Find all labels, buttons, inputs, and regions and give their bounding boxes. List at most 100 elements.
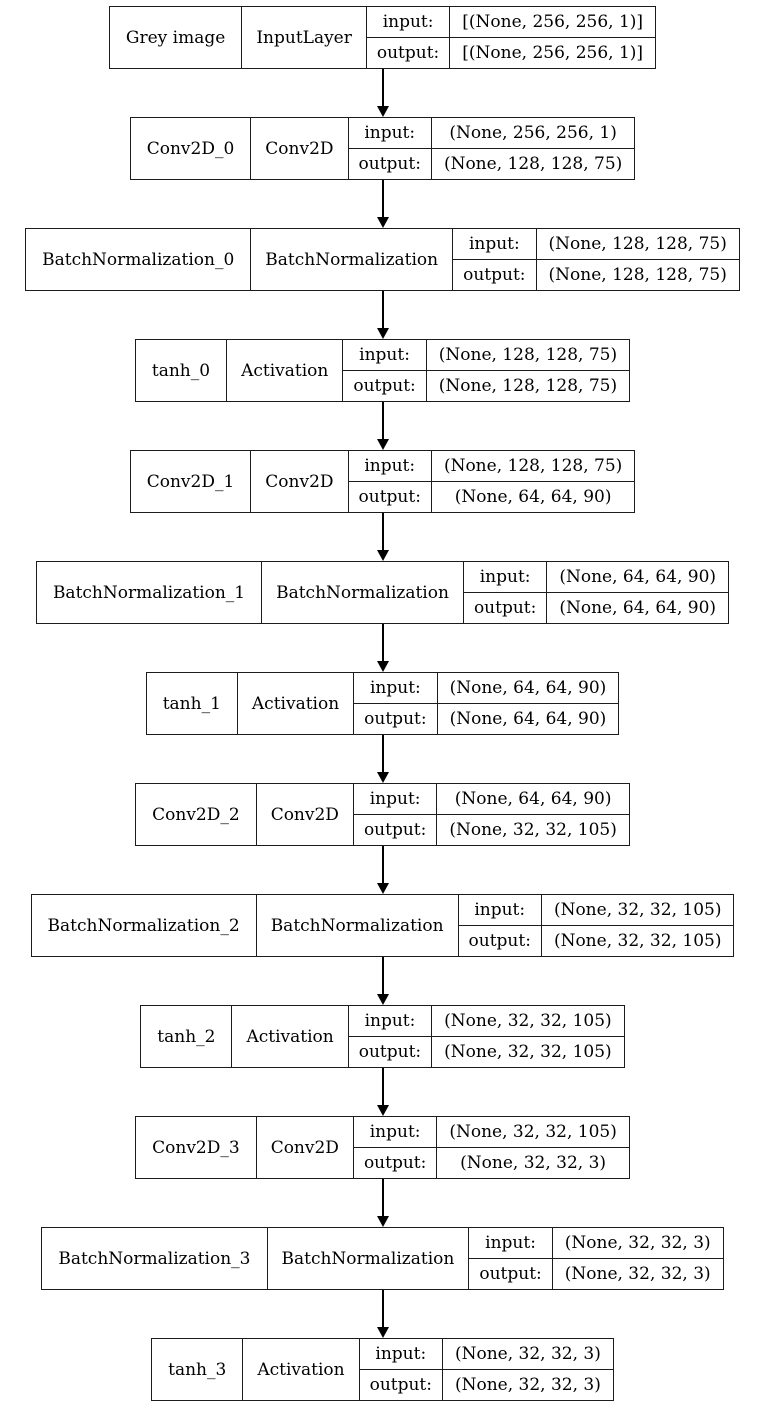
layer-name: BatchNormalization_3 — [41, 1227, 268, 1290]
input-label: input: — [353, 672, 438, 704]
flow-arrow — [376, 180, 389, 228]
arrow-head-icon — [376, 772, 389, 783]
input-shape: (None, 32, 32, 105) — [436, 1116, 630, 1148]
arrow-head-icon — [376, 883, 389, 894]
output-shape: (None, 128, 128, 75) — [535, 259, 740, 291]
input-shape: (None, 64, 64, 90) — [546, 561, 730, 593]
output-label: output: — [347, 1036, 433, 1068]
output-label: output: — [352, 814, 438, 846]
layer-node-batchnorm-2: BatchNormalization_2 BatchNormalization … — [30, 894, 735, 957]
input-label: input: — [468, 1227, 553, 1259]
layer-type: Conv2D — [250, 450, 349, 513]
layer-type: Activation — [231, 1005, 349, 1068]
input-shape: (None, 256, 256, 1) — [430, 117, 636, 149]
input-label: input: — [347, 450, 432, 482]
layer-type: Conv2D — [250, 117, 349, 180]
arrow-line — [381, 180, 384, 217]
flow-arrow — [376, 1068, 389, 1116]
input-label: input: — [347, 1005, 433, 1037]
arrow-head-icon — [376, 1327, 389, 1338]
layer-record-table: Conv2D_0 Conv2D input: (None, 256, 256, … — [129, 117, 636, 180]
layer-node-conv2d-0: Conv2D_0 Conv2D input: (None, 256, 256, … — [129, 117, 636, 180]
output-label: output: — [358, 1369, 443, 1401]
input-shape: (None, 128, 128, 75) — [425, 339, 631, 371]
output-shape: (None, 128, 128, 75) — [425, 370, 631, 402]
flow-arrow — [376, 291, 389, 339]
flow-arrow — [376, 735, 389, 783]
layer-name: tanh_0 — [134, 339, 228, 402]
layer-node-tanh-0: tanh_0 Activation input: (None, 128, 128… — [134, 339, 631, 402]
output-shape: (None, 64, 64, 90) — [436, 703, 620, 735]
layer-node-input: Grey image InputLayer input: [(None, 256… — [108, 6, 657, 69]
arrow-head-icon — [376, 106, 389, 117]
arrow-head-icon — [376, 217, 389, 228]
layer-type: Activation — [226, 339, 344, 402]
flow-arrow — [376, 402, 389, 450]
output-label: output: — [352, 1147, 438, 1179]
arrow-line — [381, 846, 384, 883]
output-label: output: — [347, 481, 432, 513]
arrow-head-icon — [376, 1105, 389, 1116]
layer-name: tanh_1 — [145, 672, 238, 735]
layer-name: BatchNormalization_0 — [25, 228, 252, 291]
layer-type: Activation — [236, 672, 355, 735]
arrow-line — [381, 624, 384, 661]
layer-name: BatchNormalization_2 — [30, 894, 257, 957]
input-shape: (None, 32, 32, 105) — [540, 894, 735, 926]
arrow-head-icon — [376, 1216, 389, 1227]
input-shape: (None, 32, 32, 3) — [441, 1338, 614, 1370]
layer-record-table: Conv2D_1 Conv2D input: (None, 128, 128, … — [129, 450, 636, 513]
arrow-head-icon — [376, 328, 389, 339]
layer-type: BatchNormalization — [261, 561, 464, 624]
flow-arrow — [376, 69, 389, 117]
input-label: input: — [347, 117, 432, 149]
layer-record-table: BatchNormalization_0 BatchNormalization … — [25, 228, 740, 291]
layer-record-table: tanh_1 Activation input: (None, 64, 64, … — [145, 672, 620, 735]
input-shape: (None, 128, 128, 75) — [430, 450, 636, 482]
arrow-line — [381, 735, 384, 772]
output-shape: (None, 32, 32, 105) — [431, 1036, 625, 1068]
layer-record-table: BatchNormalization_2 BatchNormalization … — [30, 894, 735, 957]
output-shape: (None, 64, 64, 90) — [430, 481, 636, 513]
arrow-head-icon — [376, 550, 389, 561]
layer-record-table: Grey image InputLayer input: [(None, 256… — [108, 6, 657, 69]
layer-node-tanh-2: tanh_2 Activation input: (None, 32, 32, … — [140, 1005, 625, 1068]
layer-record-table: Conv2D_2 Conv2D input: (None, 64, 64, 90… — [135, 783, 630, 846]
arrow-line — [381, 1179, 384, 1216]
flow-arrow — [376, 624, 389, 672]
arrow-head-icon — [376, 994, 389, 1005]
input-label: input: — [452, 228, 537, 260]
input-shape: (None, 32, 32, 3) — [551, 1227, 724, 1259]
layer-name: Conv2D_1 — [129, 450, 252, 513]
input-label: input: — [457, 894, 542, 926]
layer-node-conv2d-3: Conv2D_3 Conv2D input: (None, 32, 32, 10… — [135, 1116, 630, 1179]
output-shape: (None, 64, 64, 90) — [546, 592, 730, 624]
output-shape: (None, 32, 32, 105) — [540, 925, 735, 957]
layer-type: BatchNormalization — [250, 228, 454, 291]
arrow-line — [381, 513, 384, 550]
input-shape: (None, 64, 64, 90) — [436, 672, 620, 704]
layer-record-table: BatchNormalization_1 BatchNormalization … — [35, 561, 730, 624]
layer-name: Conv2D_3 — [135, 1116, 257, 1179]
layer-type: InputLayer — [241, 6, 367, 69]
arrow-line — [381, 69, 384, 106]
arrow-line — [381, 957, 384, 994]
layer-name: BatchNormalization_1 — [35, 561, 263, 624]
output-label: output: — [353, 703, 438, 735]
layer-node-tanh-3: tanh_3 Activation input: (None, 32, 32, … — [151, 1338, 614, 1401]
output-label: output: — [342, 370, 427, 402]
arrow-line — [381, 1068, 384, 1105]
output-label: output: — [468, 1258, 553, 1290]
layer-node-conv2d-2: Conv2D_2 Conv2D input: (None, 64, 64, 90… — [135, 783, 630, 846]
output-shape: (None, 32, 32, 3) — [436, 1147, 630, 1179]
layer-record-table: tanh_2 Activation input: (None, 32, 32, … — [140, 1005, 625, 1068]
arrow-head-icon — [376, 439, 389, 450]
arrow-line — [381, 1290, 384, 1327]
output-shape: (None, 32, 32, 3) — [551, 1258, 724, 1290]
layer-type: Activation — [242, 1338, 360, 1401]
layer-name: Conv2D_2 — [135, 783, 257, 846]
flow-arrow — [376, 1290, 389, 1338]
layer-type: BatchNormalization — [255, 894, 459, 957]
output-shape: (None, 32, 32, 3) — [441, 1369, 614, 1401]
flow-arrow — [376, 957, 389, 1005]
